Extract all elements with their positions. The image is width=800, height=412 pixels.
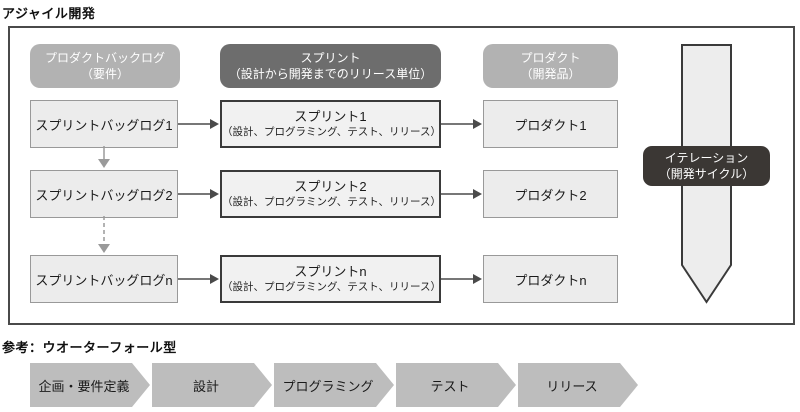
box-label: スプリントバッグログ1	[35, 117, 173, 133]
waterfall-step-test: テスト	[396, 363, 516, 407]
header-label: スプリント	[300, 50, 361, 65]
box-label: スプリント1	[294, 108, 367, 124]
box-label: プロダクト2	[514, 187, 587, 203]
iteration-label-line2: （開発サイクル）	[658, 167, 755, 181]
arrow-right-icon	[178, 119, 219, 129]
column-header-product: プロダクト （開発品）	[483, 44, 618, 88]
chevron-label: プログラミング	[282, 378, 374, 394]
arrow-right-icon	[178, 274, 219, 284]
chevron-label: 設計	[192, 378, 219, 394]
waterfall-reference-title: 参考：ウオーターフォール型	[2, 340, 177, 355]
column-header-sprint: スプリント （設計から開発までのリリース単位）	[220, 44, 441, 88]
box-label: プロダクト1	[514, 117, 587, 133]
box-label: プロダクトn	[514, 272, 587, 288]
sprint-backlog-1-box: スプリントバッグログ1	[30, 100, 178, 148]
box-label: スプリント2	[294, 178, 367, 194]
page-title: アジャイル開発	[2, 6, 96, 21]
waterfall-step-programming: プログラミング	[274, 363, 394, 407]
arrow-down-icon	[98, 146, 110, 168]
box-detail: （設計、プログラミング、テスト、リリース）	[222, 280, 442, 293]
header-sublabel: （設計から開発までのリリース単位）	[228, 67, 433, 81]
dashed-arrow-down-icon	[98, 216, 110, 253]
waterfall-step-release: リリース	[518, 363, 638, 407]
header-label: プロダクトバックログ	[44, 50, 165, 65]
chevron-label: 企画・要件定義	[38, 378, 130, 394]
product-2-box: プロダクト2	[483, 170, 618, 218]
column-header-product-backlog: プロダクトバックログ （要件）	[30, 44, 180, 88]
product-n-box: プロダクトn	[483, 255, 618, 303]
box-detail: （設計、プログラミング、テスト、リリース）	[222, 195, 442, 208]
arrow-right-icon	[441, 189, 482, 199]
box-detail: （設計、プログラミング、テスト、リリース）	[222, 125, 442, 138]
header-sublabel: （要件）	[80, 67, 129, 81]
arrow-right-icon	[441, 274, 482, 284]
product-1-box: プロダクト1	[483, 100, 618, 148]
sprint-2-box: スプリント2 （設計、プログラミング、テスト、リリース）	[220, 170, 441, 218]
chevron-label: テスト	[430, 378, 470, 394]
sprint-backlog-n-box: スプリントバッグログn	[30, 255, 178, 303]
waterfall-step-planning: 企画・要件定義	[30, 363, 150, 407]
box-label: スプリントバッグログn	[35, 272, 173, 288]
iteration-label: イテレーション （開発サイクル）	[643, 146, 770, 186]
sprint-backlog-2-box: スプリントバッグログ2	[30, 170, 178, 218]
chevron-label: リリース	[546, 378, 598, 394]
sprint-n-box: スプリントn （設計、プログラミング、テスト、リリース）	[220, 255, 441, 303]
arrow-right-icon	[441, 119, 482, 129]
waterfall-step-design: 設計	[152, 363, 272, 407]
header-label: プロダクト	[520, 50, 581, 65]
sprint-1-box: スプリント1 （設計、プログラミング、テスト、リリース）	[220, 100, 441, 148]
box-label: スプリントバッグログ2	[35, 187, 173, 203]
header-sublabel: （開発品）	[520, 67, 581, 81]
arrow-right-icon	[178, 189, 219, 199]
box-label: スプリントn	[294, 263, 367, 279]
iteration-label-line1: イテレーション	[664, 150, 749, 165]
